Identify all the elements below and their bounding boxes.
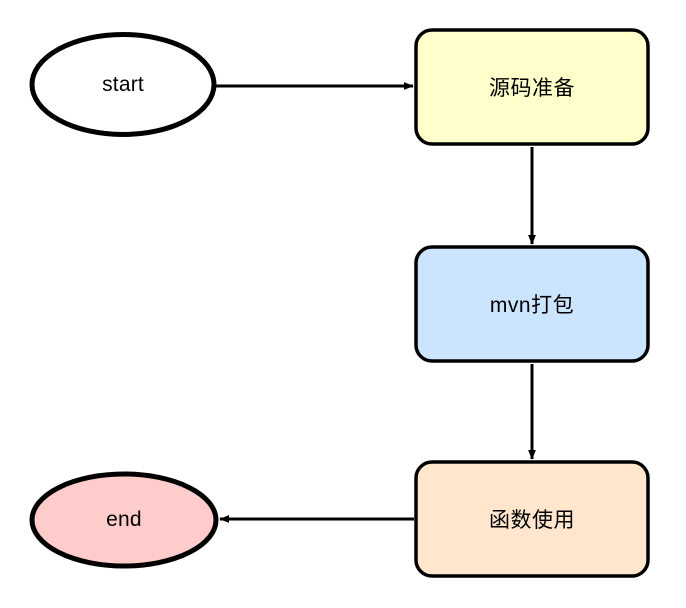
- node-mvn-package[interactable]: [414, 245, 650, 363]
- node-start[interactable]: [29, 32, 217, 137]
- node-source-prep[interactable]: [414, 28, 650, 146]
- node-end[interactable]: [29, 471, 219, 569]
- node-function-usage[interactable]: [414, 460, 650, 578]
